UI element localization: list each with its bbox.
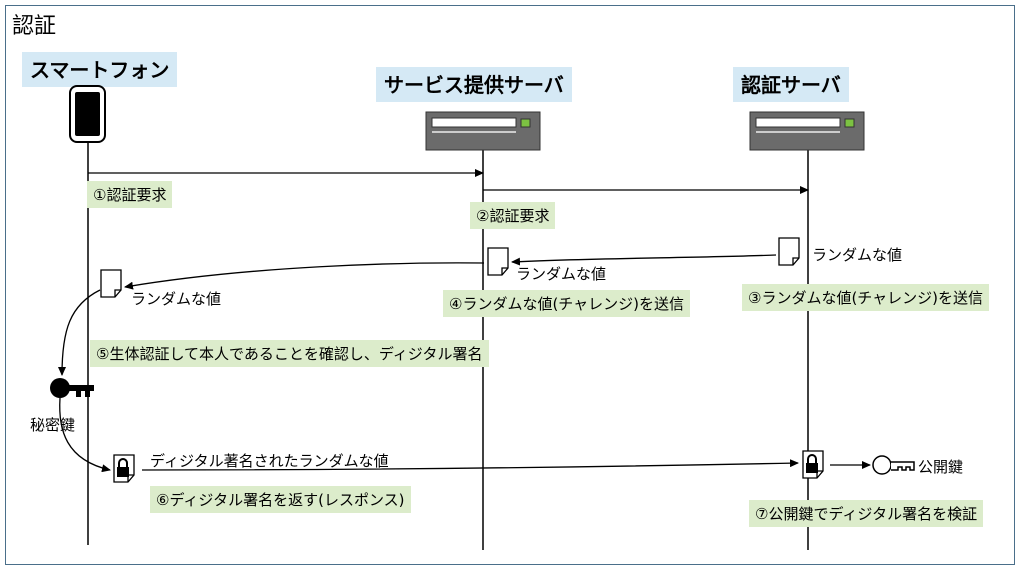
public-key-icon <box>872 455 915 475</box>
step6-label: ⑥ディジタル署名を返す(レスポンス) <box>150 486 411 513</box>
server-icon <box>749 111 865 151</box>
diagram-frame <box>5 5 1015 565</box>
random-value-label-auth: ランダムな値 <box>812 246 903 264</box>
actor-auth-server-label: 認証サーバ <box>733 67 849 102</box>
step7-label: ⑦公開鍵でディジタル署名を検証 <box>749 500 984 527</box>
arrow-step5 <box>58 289 101 376</box>
step5-label: ⑤生体認証して本人であることを確認し、ディジタル署名 <box>90 340 489 367</box>
actor-smartphone-label: スマートフォン <box>22 52 178 87</box>
arrow-sign <box>59 397 111 473</box>
random-value-label-phone: ランダムな値 <box>131 290 222 308</box>
server-icon <box>425 111 541 151</box>
diagram-title: 認証 <box>12 14 57 39</box>
smartphone-icon <box>69 85 106 143</box>
step2-label: ②認証要求 <box>470 202 556 229</box>
step3-label: ③ランダムな値(チャレンジ)を送信 <box>742 284 990 311</box>
step1-label: ①認証要求 <box>87 181 173 208</box>
actor-service-server-label: サービス提供サーバ <box>376 67 572 102</box>
arrow-step6 <box>141 459 799 471</box>
random-value-label-service: ランダムな値 <box>516 265 607 283</box>
private-key-icon <box>50 378 94 398</box>
locked-document-icon <box>802 450 824 479</box>
document-icon <box>778 237 800 266</box>
signed-random-value-label: ディジタル著名されたランダムな値 <box>150 452 389 470</box>
private-key-label: 秘密鍵 <box>30 416 76 434</box>
locked-document-icon <box>113 454 135 483</box>
arrow-step3 <box>511 254 777 266</box>
public-key-label: 公開鍵 <box>918 458 964 476</box>
document-icon <box>100 269 122 298</box>
arrow-step4 <box>124 262 485 290</box>
document-icon <box>487 247 509 276</box>
step4-label: ④ランダムな値(チャレンジ)を送信 <box>443 290 691 317</box>
